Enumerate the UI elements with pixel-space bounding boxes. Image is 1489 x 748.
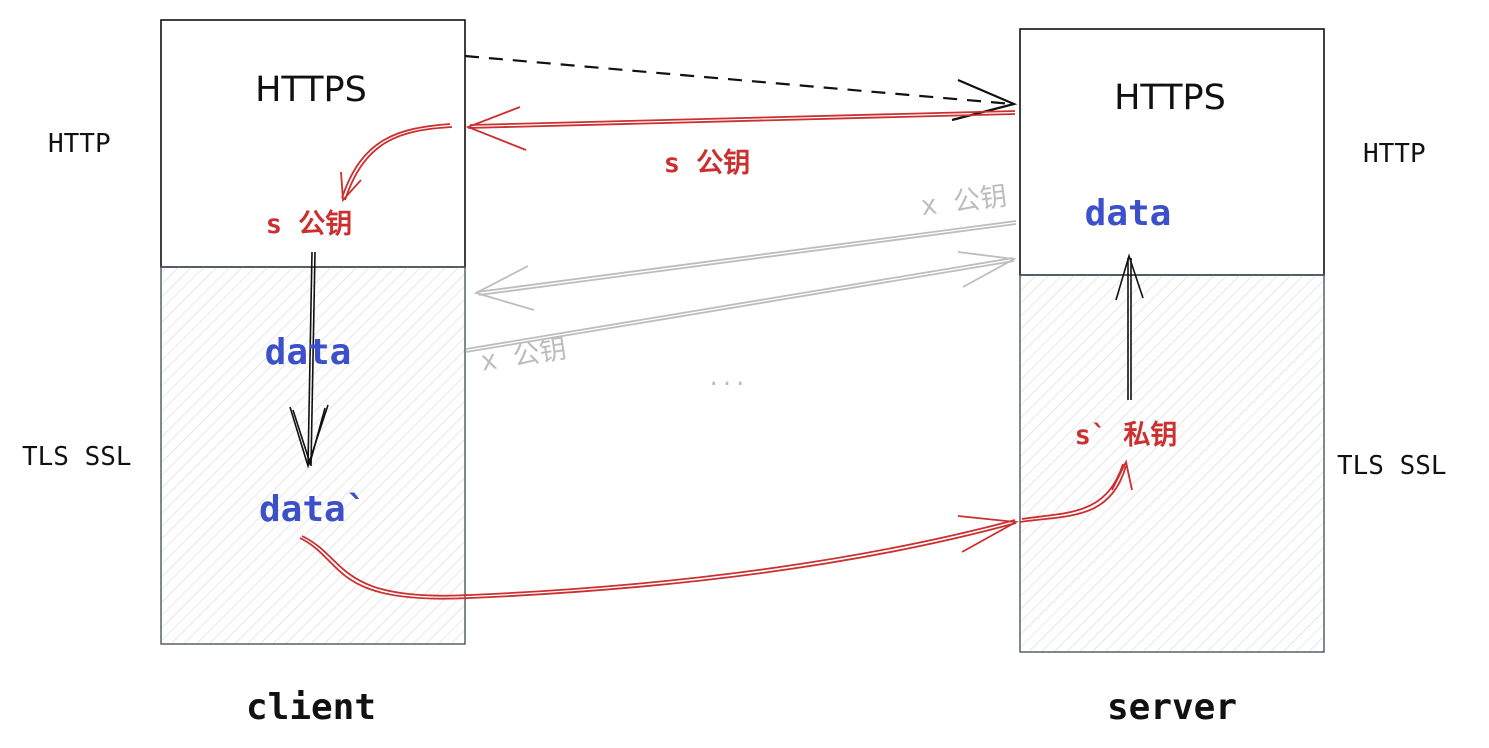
forged-key-label-bottom: x 公钥 (479, 334, 569, 378)
client-encrypted-data-label: data` (259, 489, 367, 530)
encrypt-down-arrow (289, 251, 329, 469)
client-http-layer-label: HTTP (48, 129, 111, 159)
client-key-curve-arrow (340, 123, 453, 203)
client-plain-data-label: data (265, 332, 352, 373)
server-key-arrow (465, 106, 1016, 151)
server-stack (1019, 28, 1325, 653)
server-key-arrow-label: s 公钥 (664, 148, 751, 179)
client-caption: client (246, 687, 376, 728)
ciphertext-transfer-arrow (299, 515, 1019, 600)
server-tls-box (1019, 274, 1325, 653)
client-https-title: HTTPS (255, 70, 367, 110)
request-dashed-arrow (464, 54, 1018, 122)
server-decrypt-curve-arrow (1019, 459, 1133, 523)
forged-key-arrow-to-server (465, 251, 1017, 353)
forged-key-arrow-to-client (473, 220, 1017, 311)
server-http-layer-label: HTTP (1363, 139, 1426, 169)
client-https-box (160, 19, 466, 268)
server-https-title: HTTPS (1114, 78, 1226, 118)
client-tls-layer-label: TLS SSL (22, 442, 132, 472)
server-caption: server (1107, 687, 1237, 728)
client-received-key-label: s 公钥 (266, 209, 353, 240)
server-private-key-label: s` 私钥 (1075, 420, 1178, 451)
ellipsis-label: ... (707, 366, 747, 391)
forged-key-label-top: x 公钥 (919, 181, 1009, 222)
server-decrypted-data-label: data (1085, 193, 1172, 234)
decrypt-up-arrow (1115, 253, 1144, 400)
server-https-box (1019, 28, 1325, 276)
server-tls-layer-label: TLS SSL (1337, 451, 1447, 481)
